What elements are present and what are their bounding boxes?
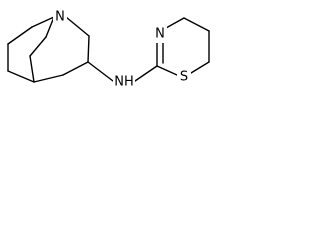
bond-c4-c5 bbox=[183, 17, 210, 32]
bond-c3-nh bbox=[87, 61, 114, 82]
bond-c-right-down bbox=[87, 35, 90, 63]
bond-c3-bridgehead bbox=[62, 61, 89, 76]
quinuclidine-bonds bbox=[7, 16, 90, 83]
molecule-structure: N NH N S bbox=[7, 8, 210, 91]
bond-c-left-down bbox=[7, 26, 33, 45]
quinuclidine-nitrogen-label: N bbox=[55, 10, 65, 25]
bond-n-c4 bbox=[165, 17, 185, 29]
ring-sulfur-label: S bbox=[180, 70, 188, 85]
bond-bridgehead-bottom bbox=[33, 74, 64, 83]
bond-n-c-right bbox=[65, 16, 90, 37]
thiazine-bonds bbox=[156, 17, 210, 76]
bond-nh-c2 bbox=[134, 65, 158, 82]
bond-s-c2 bbox=[156, 65, 178, 76]
bond-n-c-left bbox=[31, 16, 55, 28]
bond-c-mid-down bbox=[29, 36, 47, 57]
ring-nitrogen-label: N bbox=[155, 27, 165, 42]
atom-labels: N NH N S bbox=[53, 8, 191, 91]
amine-nh-label: NH bbox=[114, 75, 134, 90]
bond-c-bottom-left bbox=[7, 70, 35, 83]
bond-n-c-mid bbox=[45, 16, 55, 38]
bond-c-mid-bridge bbox=[29, 55, 35, 83]
bond-c6-s bbox=[190, 61, 210, 74]
